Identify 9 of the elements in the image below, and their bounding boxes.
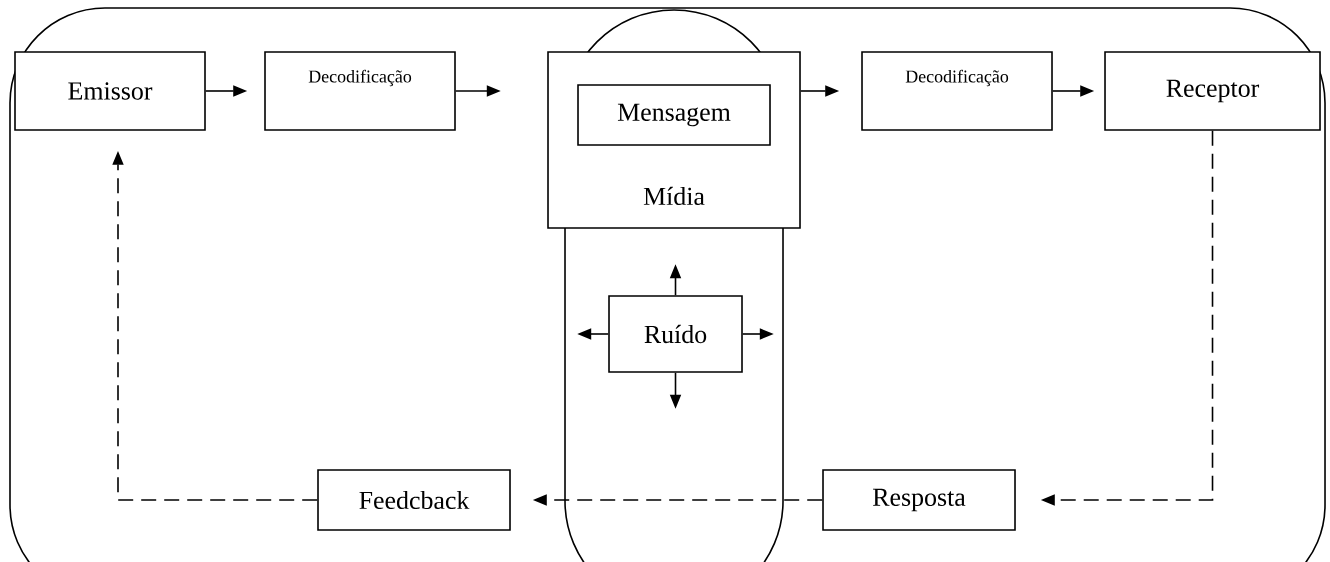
text-box: Resposta	[822, 469, 1016, 531]
rounded-frame	[9, 7, 1326, 562]
text-box: Ruído	[608, 295, 743, 373]
text-box: Emissor	[14, 51, 206, 131]
text-box: Feedcback	[317, 469, 511, 531]
text-box: Receptor	[1104, 51, 1321, 131]
text-box: Mensagem	[577, 84, 771, 146]
text-box: Decodificação	[861, 51, 1053, 131]
text-box: Decodificação	[264, 51, 456, 131]
